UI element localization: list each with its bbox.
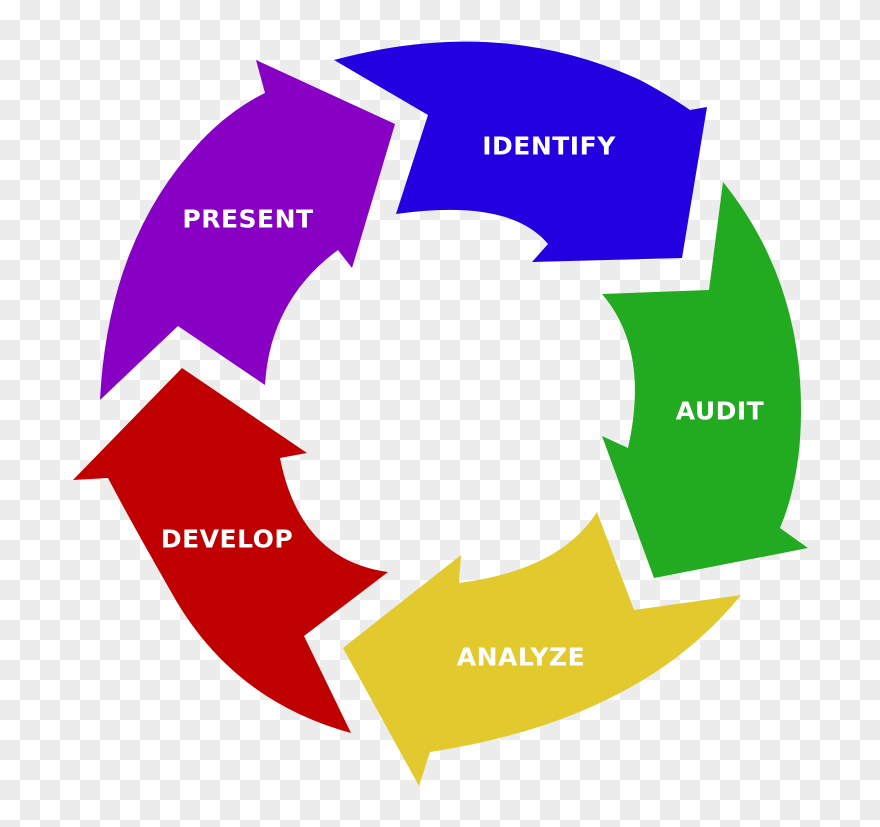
arrow-analyze bbox=[343, 512, 741, 786]
arrow-develop bbox=[73, 368, 388, 733]
label-present: PRESENT bbox=[182, 204, 314, 234]
label-develop: DEVELOP bbox=[160, 524, 294, 554]
arrow-audit bbox=[602, 182, 808, 578]
arrow-present bbox=[100, 60, 395, 400]
arrow-identify bbox=[334, 41, 707, 262]
label-audit: AUDIT bbox=[675, 396, 765, 426]
label-analyze: ANALYZE bbox=[456, 642, 586, 672]
label-identify: IDENTIFY bbox=[482, 131, 616, 161]
